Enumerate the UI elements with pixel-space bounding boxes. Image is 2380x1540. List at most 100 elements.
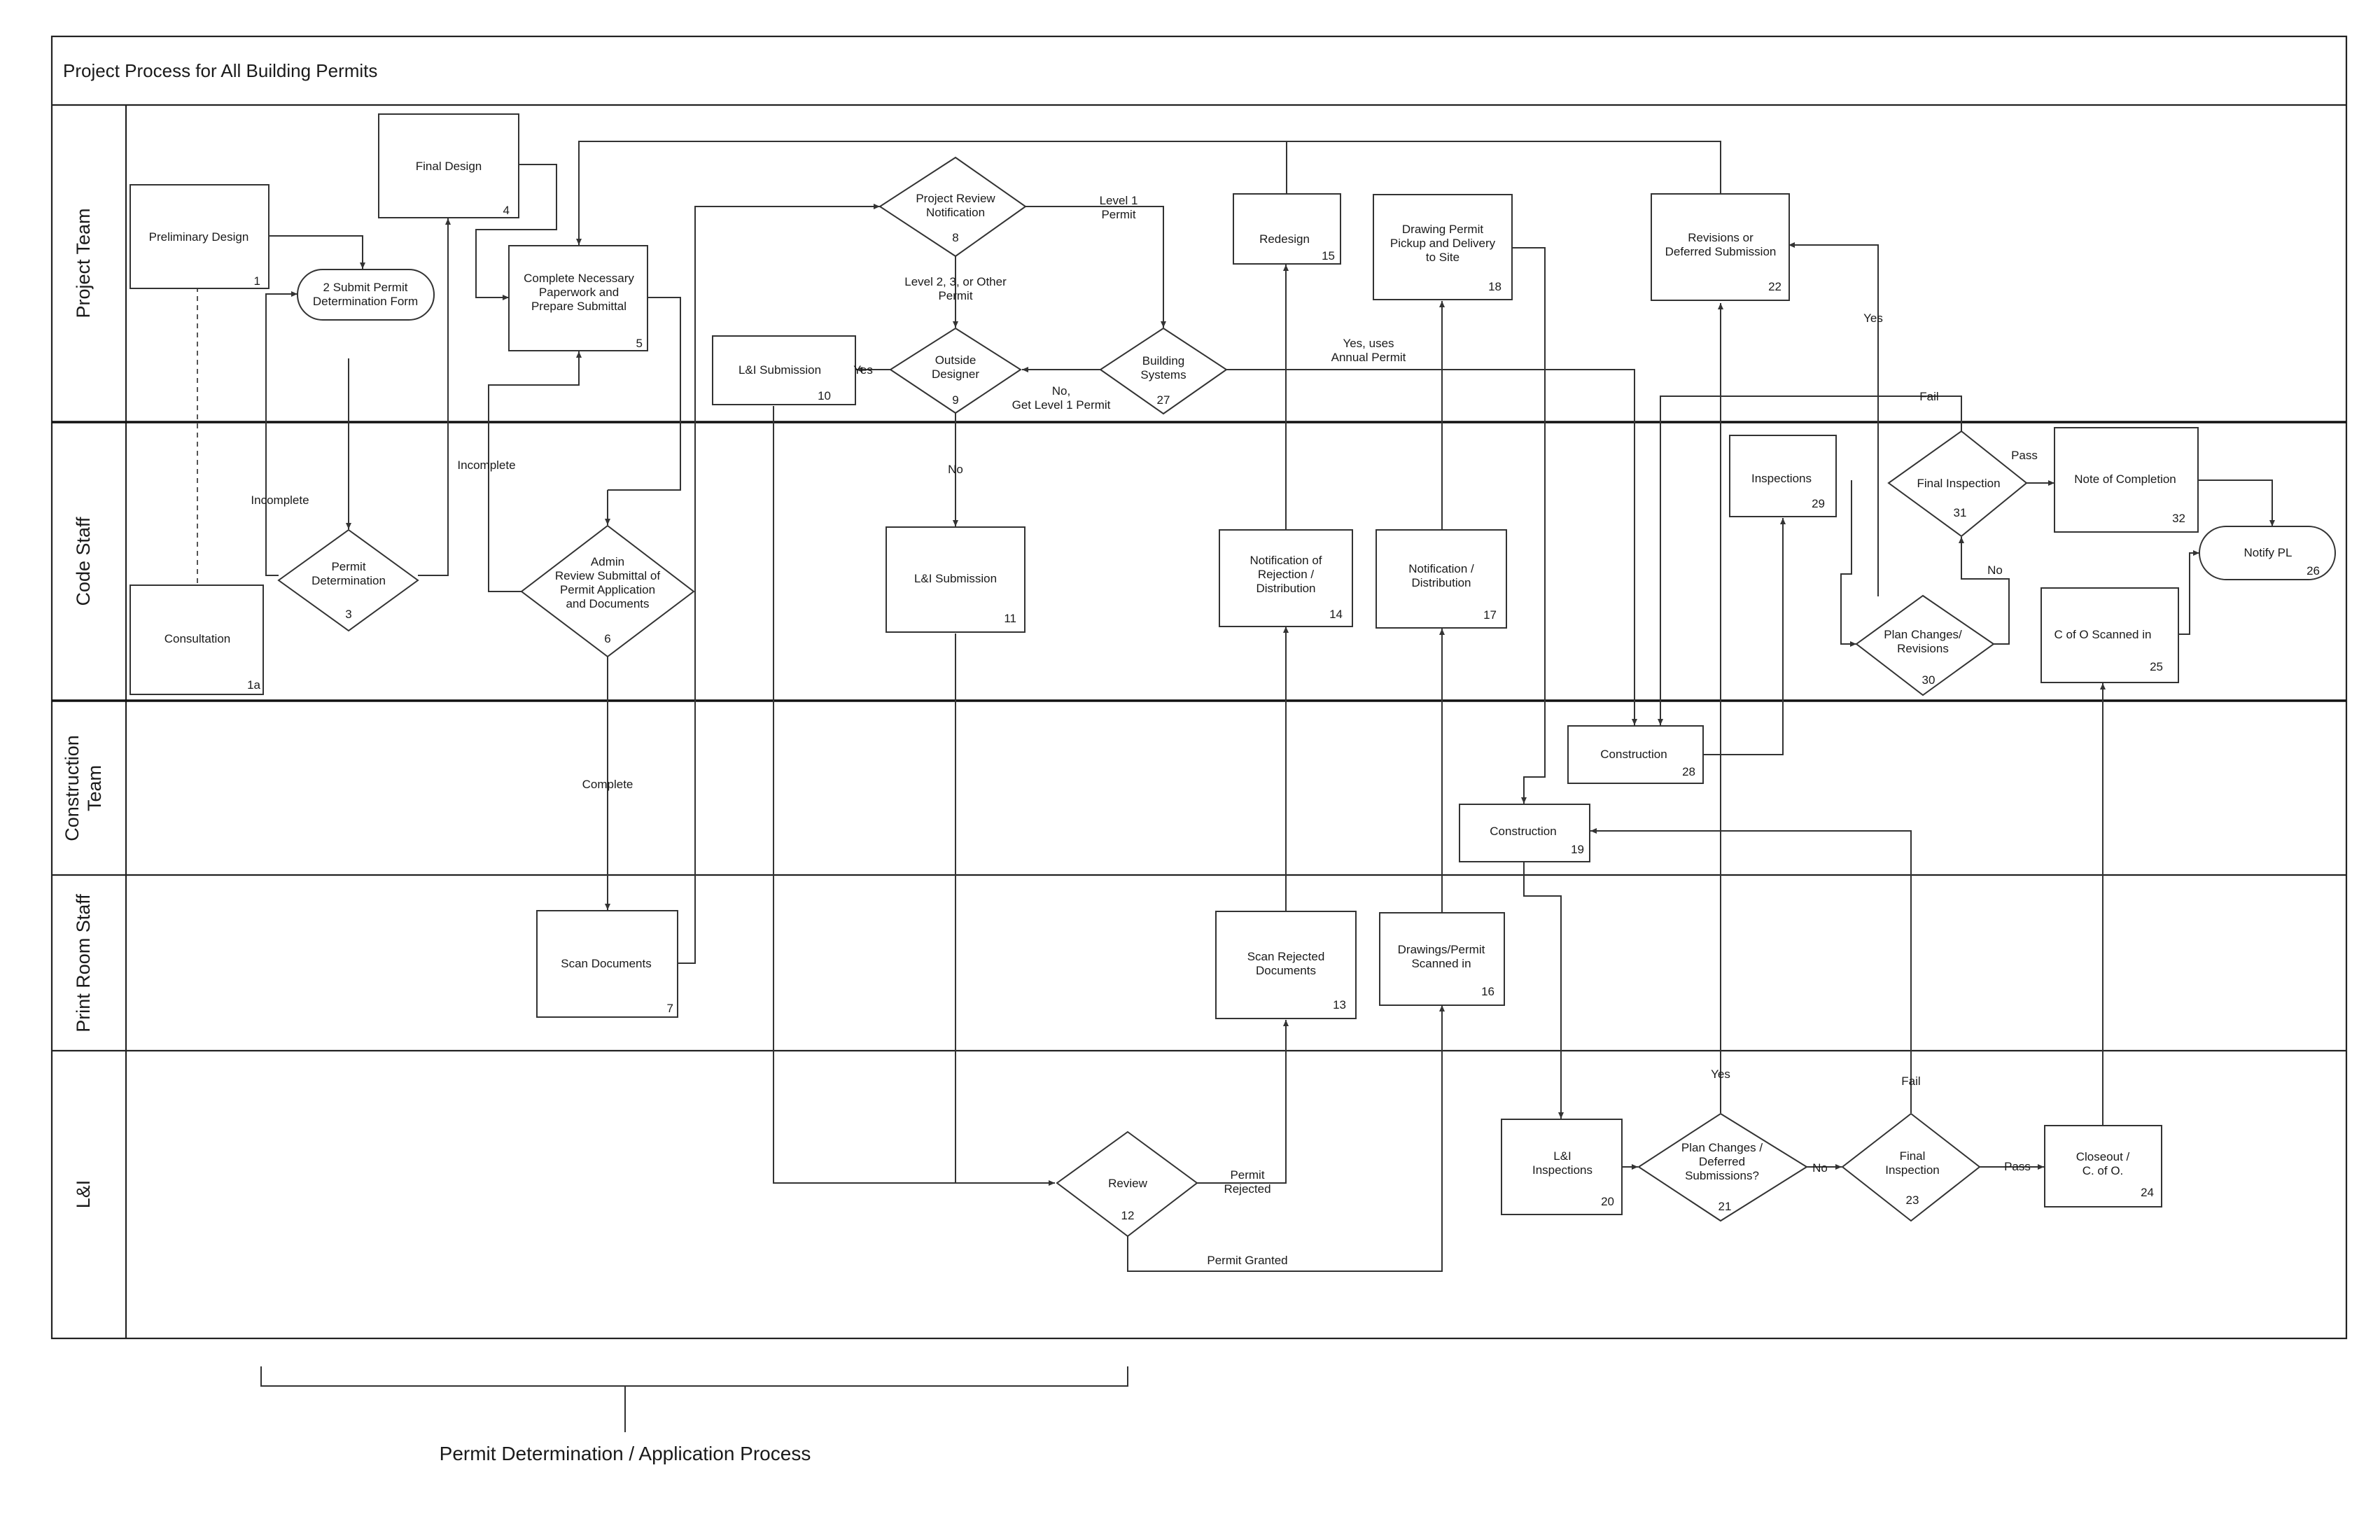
text-line: Consultation <box>164 632 231 645</box>
text-line: Construction <box>1600 748 1667 761</box>
edge-label-incomplete: Incomplete <box>457 458 515 472</box>
text-line: Designer <box>932 368 979 381</box>
text-line: Complete <box>582 778 634 791</box>
node-7-scan-documents: Scan Documents 7 <box>536 910 678 1018</box>
text-line: L&I Submission <box>738 363 821 377</box>
node-12-review: Review 12 <box>1056 1130 1198 1238</box>
svg-text:Consultation: Consultation <box>164 632 231 645</box>
svg-text:25: 25 <box>2150 660 2163 673</box>
edge-label-incomplete: Incomplete <box>251 493 309 507</box>
svg-text:Plan Changes/Revisions: Plan Changes/Revisions <box>1884 628 1962 655</box>
text-line: Fail <box>1919 390 1938 403</box>
svg-text:L&I Submission: L&I Submission <box>738 363 821 377</box>
svg-text:21: 21 <box>1718 1200 1732 1213</box>
text-line: Plan Changes / <box>1681 1141 1763 1154</box>
text-line: Paperwork and <box>539 286 619 299</box>
text-line: 2 Submit Permit <box>323 281 408 294</box>
text-line: Code Staff <box>73 517 94 606</box>
svg-text:3: 3 <box>345 608 351 621</box>
node-28-construction: Construction 28 <box>1567 725 1704 784</box>
text-line: L&I Submission <box>914 572 997 585</box>
svg-text:Final Inspection: Final Inspection <box>1917 477 2000 490</box>
text-line: Complete Necessary <box>524 272 634 285</box>
text-line: Closeout / <box>2076 1150 2130 1163</box>
text-line: Submissions? <box>1685 1169 1759 1182</box>
svg-text:32: 32 <box>2172 512 2185 525</box>
svg-text:Final Design: Final Design <box>416 160 482 173</box>
svg-text:11: 11 <box>1004 612 1016 625</box>
text-line: Building <box>1142 354 1185 368</box>
diagram-frame <box>50 35 2348 1340</box>
text-line: Deferred Submission <box>1665 245 1777 258</box>
node-19-construction: Construction 19 <box>1459 804 1590 862</box>
node-26-notify-pl: Notify PL 26 <box>2199 526 2336 580</box>
text-line: Construction <box>1490 825 1556 838</box>
svg-text:19: 19 <box>1571 843 1584 856</box>
text-line: Permit Granted <box>1207 1254 1287 1267</box>
svg-text:7: 7 <box>667 1002 673 1015</box>
node-30-plan-changes-revisions: Plan Changes/Revisions 30 <box>1855 594 1995 696</box>
text-line: Project Team <box>73 208 94 318</box>
text-line: Yes <box>853 363 873 377</box>
text-line: Final Design <box>416 160 482 173</box>
edge-label-no-get-level-1: No,Get Level 1 Permit <box>1012 384 1111 412</box>
text-line: to Site <box>1426 251 1460 264</box>
text-line: Permit <box>938 289 972 302</box>
svg-text:Inspections: Inspections <box>1751 472 1812 485</box>
text-line: Review Submittal of <box>555 569 661 582</box>
text-line: Revisions <box>1897 642 1949 655</box>
svg-text:27: 27 <box>1157 393 1170 407</box>
edge-label-fail: Fail <box>1901 1074 1920 1088</box>
svg-text:L&I Submission: L&I Submission <box>914 572 997 585</box>
edge-label-no: No <box>948 463 963 476</box>
text-line: Get Level 1 Permit <box>1012 398 1111 412</box>
text-line: Revisions or <box>1688 231 1754 244</box>
svg-text:Notification /Distribution: Notification /Distribution <box>1408 562 1474 589</box>
edge-label-yes: Yes <box>1863 312 1883 325</box>
node-25-c-of-o-scanned-in: C of O Scanned in 25 <box>2040 587 2179 683</box>
text-line: Permit <box>1230 1168 1264 1182</box>
svg-text:12: 12 <box>1121 1209 1135 1222</box>
svg-text:18: 18 <box>1488 280 1502 293</box>
svg-text:31: 31 <box>1954 506 1967 519</box>
lane-separators <box>52 421 2346 1052</box>
text-line: Notification / <box>1408 562 1474 575</box>
svg-text:6: 6 <box>604 632 610 645</box>
text-line: Pass <box>2004 1160 2031 1173</box>
svg-text:29: 29 <box>1812 497 1825 510</box>
svg-text:22: 22 <box>1768 280 1782 293</box>
text-line: Project Review <box>916 192 995 205</box>
svg-text:30: 30 <box>1922 673 1935 687</box>
text-line: Notification <box>926 206 985 219</box>
svg-text:17: 17 <box>1483 608 1497 622</box>
text-line: Annual Permit <box>1331 351 1406 364</box>
text-line: C of O Scanned in <box>2054 628 2152 641</box>
text-line: Print Room Staff <box>73 894 94 1032</box>
svg-text:5: 5 <box>636 337 643 350</box>
lane-label-code-staff: Code Staff <box>73 517 94 606</box>
svg-text:1: 1 <box>254 274 260 288</box>
footer-bracket <box>260 1366 1128 1432</box>
text-line: Outside <box>935 354 976 367</box>
text-line: L&I <box>73 1180 94 1209</box>
text-line: Yes <box>1863 312 1883 325</box>
text-line: Prepare Submittal <box>531 300 626 313</box>
svg-text:16: 16 <box>1481 985 1494 998</box>
